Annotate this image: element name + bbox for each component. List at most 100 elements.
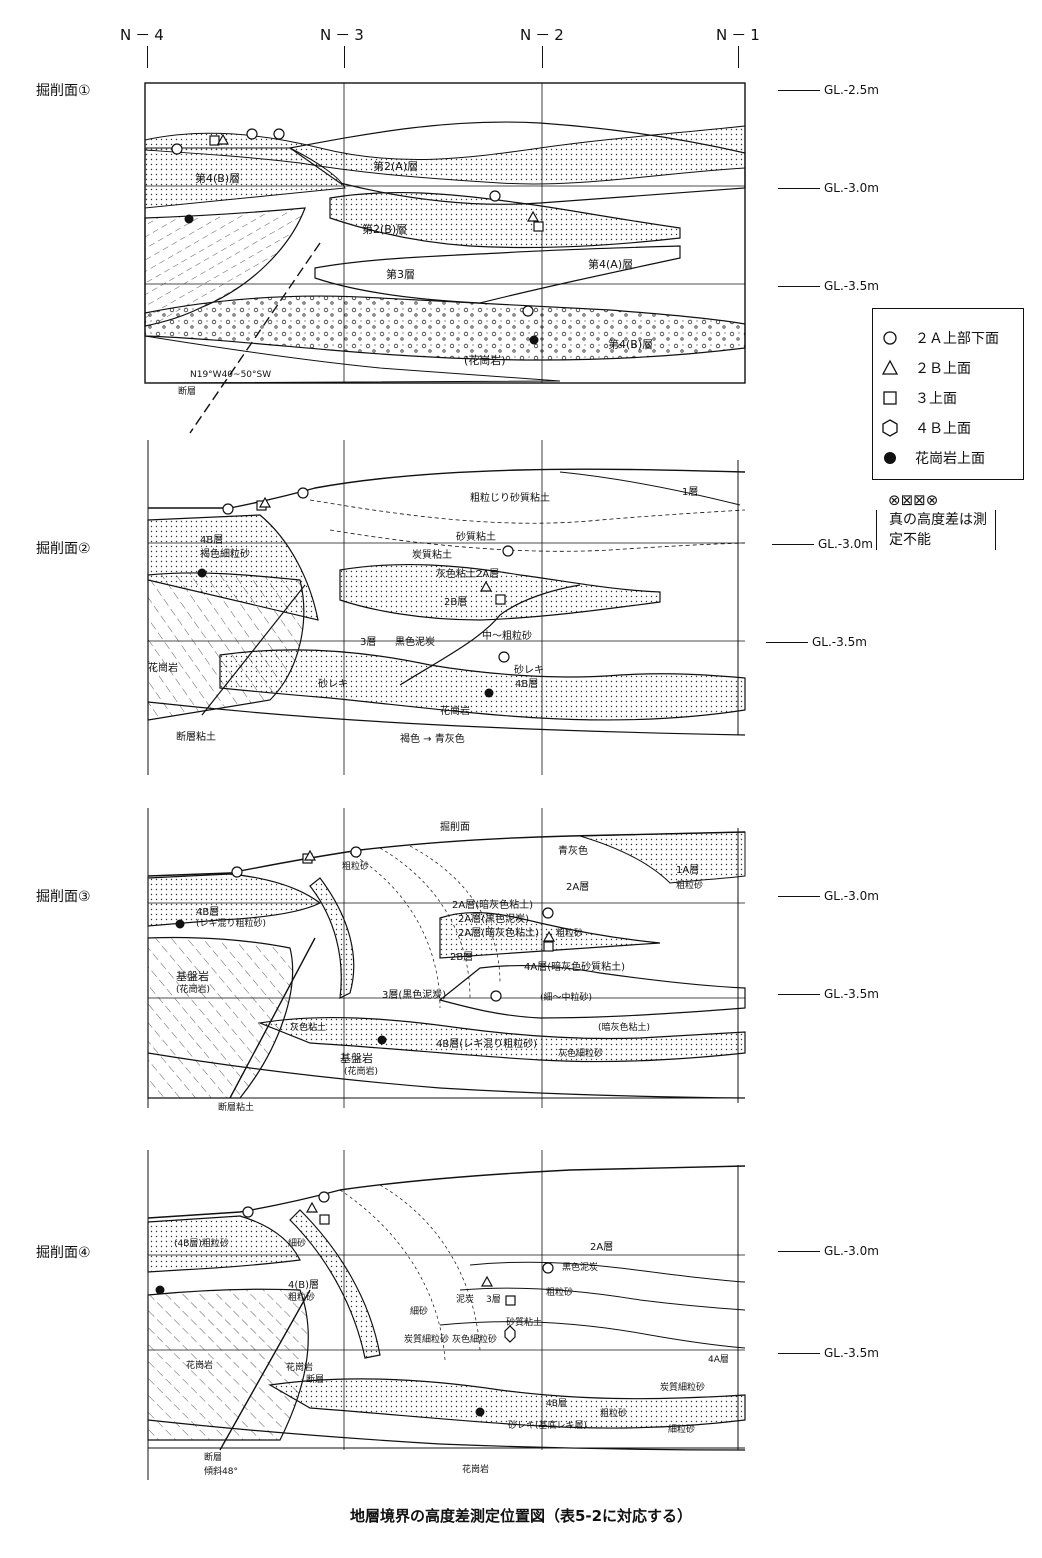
gl-label: GL.-3.5m: [778, 1346, 879, 1360]
annotation: 2A層: [590, 1242, 614, 1253]
section-label-3: 掘削面③: [36, 889, 91, 905]
triangle-icon: [881, 359, 899, 375]
annotation: 1A層: [676, 865, 700, 876]
section-2-diagram: [147, 440, 746, 775]
annotation: (花崗岩): [176, 985, 211, 995]
annotation: 2A層: [566, 882, 590, 893]
column-label-n4: N－4: [120, 26, 168, 44]
annotation: 第4(A)層: [588, 258, 634, 271]
annotation: 第2(A)層: [373, 160, 419, 173]
annotation: 粗粒砂: [556, 929, 584, 939]
annotation: 粗粒砂: [600, 1409, 628, 1419]
gl-label: GL.-3.0m: [778, 889, 879, 903]
filled-circle-icon: [884, 452, 896, 464]
annotation: 4B層: [200, 535, 224, 546]
annotation: 灰色細粒砂: [452, 1335, 498, 1345]
annotation: 粗粒砂: [288, 1293, 316, 1303]
gl-label: GL.-3.0m: [772, 537, 873, 551]
note-symbols: ⊗⊠⊠⊗: [888, 491, 939, 509]
annotation: 砂質粘土: [456, 532, 496, 543]
legend-label: ４Ｂ上面: [915, 421, 971, 437]
annotation: N19°W40~50°SW: [190, 370, 272, 380]
annotation: 中～粗粒砂: [482, 631, 532, 642]
legend-item: ３上面: [879, 387, 957, 409]
annotation: 褐色 → 青灰色: [400, 734, 465, 745]
legend: ２Ａ上部下面 ２Ｂ上面 ３上面 ４Ｂ上面 花崗岩上面: [872, 308, 1024, 480]
annotation: 基盤岩: [340, 1052, 373, 1065]
annotation: 1層: [682, 487, 699, 498]
annotation: 花崗岩: [440, 706, 470, 717]
annotation: 基盤岩: [176, 970, 209, 983]
annotation: 花崗岩: [148, 663, 178, 674]
annotation: 青灰色: [558, 846, 588, 857]
annotation: 断層: [204, 1453, 223, 1463]
annotation: 粗粒砂: [676, 881, 704, 891]
column-label-n2: N－2: [520, 26, 568, 44]
section-1-diagram: [144, 82, 746, 434]
annotation: 灰色粘土: [290, 1023, 327, 1033]
section-label-1: 掘削面①: [36, 83, 91, 99]
annotation: 4(B)層: [288, 1280, 320, 1291]
column-tick: [738, 46, 739, 68]
annotation: (レキ混り粗粒砂): [196, 919, 267, 929]
section-3-diagram: [147, 808, 746, 1108]
legend-item: ２Ｂ上面: [879, 357, 971, 379]
annotation: 3層: [360, 637, 377, 648]
annotation: (細～中粒砂): [540, 993, 593, 1003]
legend-item: ２Ａ上部下面: [879, 327, 999, 349]
annotation: 第2(B)層: [362, 223, 408, 236]
annotation: 炭質細粒砂: [404, 1335, 450, 1345]
annotation: (花崗岩): [464, 354, 506, 367]
figure-caption: 地層境界の高度差測定位置図（表5-2に対応する）: [349, 1507, 693, 1525]
annotation: 2B層: [444, 597, 468, 608]
annotation: 砂レキ: [318, 679, 348, 690]
annotation: 砂質粘土: [506, 1318, 543, 1328]
column-tick: [147, 46, 148, 68]
note-text: 真の高度差は測定不能: [876, 510, 996, 550]
gl-label: GL.-3.0m: [778, 1244, 879, 1258]
annotation: 炭質細粒砂: [660, 1383, 706, 1393]
legend-item: ４Ｂ上面: [879, 417, 971, 439]
annotation: 第3層: [386, 268, 415, 281]
annotation: 断層: [306, 1375, 325, 1385]
annotation: 花崗岩: [286, 1363, 314, 1373]
annotation: 粗粒じり砂質粘土: [470, 493, 550, 504]
annotation: 砂レキ: [514, 665, 544, 676]
annotation: 4B層: [196, 907, 220, 918]
gl-label: GL.-3.0m: [778, 181, 879, 195]
column-label-n1: N－1: [716, 26, 764, 44]
annotation: 4B層(レキ混り粗粒砂): [436, 1039, 538, 1050]
gl-label: GL.-2.5m: [778, 83, 879, 97]
annotation: 第4(B)層: [608, 338, 654, 351]
square-icon: [883, 391, 897, 405]
annotation: 4A層: [708, 1355, 729, 1365]
annotation: 灰色細粒砂: [558, 1049, 604, 1059]
circle-icon: [883, 331, 897, 345]
annotation: 花崗岩: [462, 1465, 490, 1475]
annotation: 2B層: [450, 952, 474, 963]
annotation: 細砂: [288, 1239, 307, 1249]
annotation: 2A層(黒色泥炭): [458, 914, 530, 925]
annotation: 3層(黒色泥炭): [382, 990, 447, 1001]
annotation: 掘削面: [440, 822, 470, 833]
annotation: 粗粒砂: [342, 862, 370, 872]
annotation: 2A層(暗灰色粘土): [452, 900, 534, 911]
legend-label: 花崗岩上面: [915, 451, 985, 467]
legend-item: 花崗岩上面: [879, 447, 985, 469]
annotation: 細粒砂: [668, 1425, 696, 1435]
annotation: 3層: [486, 1295, 501, 1305]
annotation: 2A層(暗灰色粘土): [458, 928, 540, 939]
note: ⊗⊠⊠⊗ 真の高度差は測定不能: [876, 490, 1016, 550]
annotation: 断層粘土: [218, 1103, 255, 1113]
legend-label: ３上面: [915, 391, 957, 407]
gl-label: GL.-3.5m: [766, 635, 867, 649]
hexagon-icon: [882, 419, 898, 437]
annotation: 褐色細粒砂: [200, 549, 250, 560]
annotation: 第4(B)層: [195, 172, 241, 185]
legend-label: ２Ｂ上面: [915, 361, 971, 377]
column-tick: [344, 46, 345, 68]
annotation: 細砂: [410, 1307, 429, 1317]
annotation: 灰色粘土2A層: [436, 569, 500, 580]
gl-label: GL.-3.5m: [778, 987, 879, 1001]
annotation: 黒色泥炭: [395, 637, 435, 648]
